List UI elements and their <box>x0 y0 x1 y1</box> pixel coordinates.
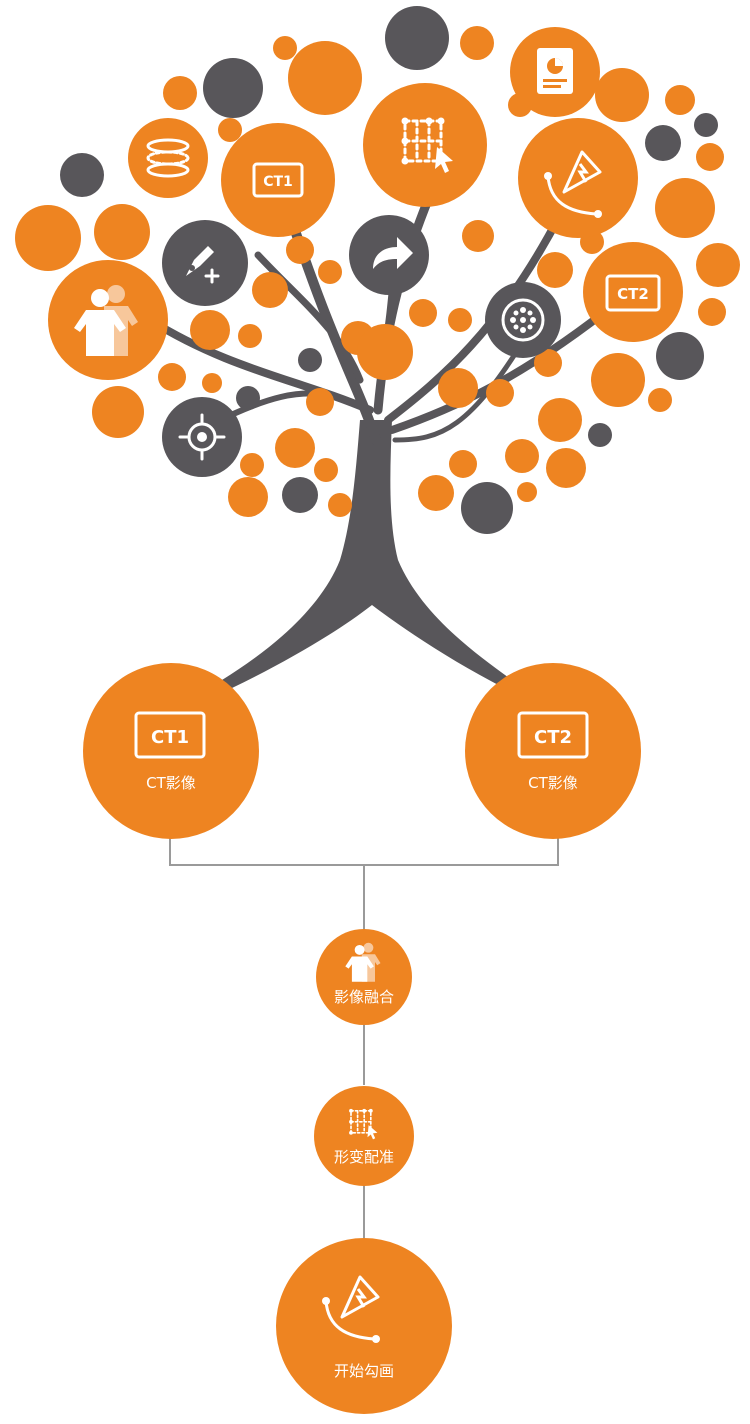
ct2-canopy-bubble: CT2 <box>583 242 683 342</box>
flow-node-ct2: CT2 CT影像 <box>465 663 641 839</box>
canopy-dot <box>696 243 740 287</box>
pen-add-icon <box>186 246 220 284</box>
canopy-dot <box>236 386 260 410</box>
flow-node-label: 开始勾画 <box>334 1362 394 1380</box>
canopy-dot <box>588 423 612 447</box>
canopy-dot <box>328 493 352 517</box>
canopy-dot <box>517 482 537 502</box>
canopy-dot <box>591 353 645 407</box>
canopy-dot <box>282 477 318 513</box>
canopy-dot <box>534 349 562 377</box>
canopy-dot <box>240 453 264 477</box>
canopy-dot <box>595 68 649 122</box>
ring-layers-icon <box>146 138 190 178</box>
canopy-dot <box>275 428 315 468</box>
svg-text:CT2: CT2 <box>534 727 572 748</box>
canopy-dot <box>462 220 494 252</box>
ct1-screen-icon: CT1 <box>134 711 206 759</box>
canopy-dot <box>298 348 322 372</box>
grid-select-icon <box>401 117 453 173</box>
overlap-people-icon <box>345 942 381 982</box>
pen-curve-icon <box>322 1275 380 1343</box>
canopy-dot <box>438 368 478 408</box>
canopy-dot <box>190 310 230 350</box>
canopy-dot <box>314 458 338 482</box>
flow-node-label: 形变配准 <box>334 1148 394 1166</box>
report-bubble <box>510 27 600 117</box>
canopy-dot <box>158 363 186 391</box>
flow-node-ct1: CT1 CT影像 <box>83 663 259 839</box>
canopy-dot <box>696 143 724 171</box>
canopy-dot <box>656 332 704 380</box>
canopy-dot <box>218 118 242 142</box>
crosshair-bubble <box>162 397 242 477</box>
canopy-dot <box>163 76 197 110</box>
canopy-dot <box>202 373 222 393</box>
aperture-bubble <box>485 282 561 358</box>
ct2-screen-icon: CT2 <box>517 711 589 759</box>
canopy-dot <box>448 308 472 332</box>
canopy-dot <box>449 450 477 478</box>
canopy-dot <box>537 252 573 288</box>
flow-node-registration: 形变配准 <box>314 1086 414 1186</box>
canopy-dots <box>15 6 740 534</box>
pen-curve-bubble <box>518 118 638 238</box>
overlap-people-icon <box>74 285 138 356</box>
canopy-dot <box>538 398 582 442</box>
flow-node-contour: 开始勾画 <box>276 1238 452 1414</box>
pen-add-bubble <box>162 220 248 306</box>
canopy-dot <box>645 125 681 161</box>
canopy-dot <box>409 299 437 327</box>
pen-curve-icon <box>544 150 602 218</box>
canopy-dot <box>648 388 672 412</box>
flow-node-label: CT影像 <box>528 774 578 792</box>
flow-node-label: CT影像 <box>146 774 196 792</box>
svg-text:CT1: CT1 <box>151 727 189 748</box>
canopy-dot <box>418 475 454 511</box>
canopy-dot <box>385 6 449 70</box>
canopy-dot <box>273 36 297 60</box>
forward-arrow-icon <box>373 237 413 269</box>
canopy-dot <box>306 388 334 416</box>
canopy-dot <box>94 204 150 260</box>
canopy-dot <box>286 236 314 264</box>
svg-text:CT1: CT1 <box>263 174 293 190</box>
svg-text:CT2: CT2 <box>617 285 649 303</box>
canopy-dot <box>238 324 262 348</box>
overlap-people-canopy-bubble <box>48 260 168 380</box>
canopy-dot <box>655 178 715 238</box>
canopy-dot <box>694 113 718 137</box>
canopy-dot <box>461 482 513 534</box>
ct1-canopy-bubble: CT1 <box>221 123 335 237</box>
canopy-dot <box>60 153 104 197</box>
canopy-dot <box>505 439 539 473</box>
canopy-dot <box>288 41 362 115</box>
canopy-dot <box>357 324 413 380</box>
canopy-dot <box>203 58 263 118</box>
canopy-dot <box>15 205 81 271</box>
canopy-dot <box>546 448 586 488</box>
canopy-dot <box>665 85 695 115</box>
crosshair-icon <box>178 413 226 461</box>
forward-arrow-bubble <box>349 215 429 295</box>
canopy-dot <box>252 272 288 308</box>
ct1-screen-icon: CT1 <box>252 162 304 198</box>
flow-node-fusion: 影像融合 <box>316 929 412 1025</box>
grid-select-bubble <box>363 83 487 207</box>
report-document-icon <box>537 48 573 94</box>
ct2-screen-icon: CT2 <box>605 274 661 312</box>
flow-node-label: 影像融合 <box>334 988 394 1006</box>
ring-layers-bubble <box>128 118 208 198</box>
flow-connectors <box>169 838 559 1238</box>
canopy-dot <box>318 260 342 284</box>
canopy-dot <box>698 298 726 326</box>
aperture-icon <box>501 298 545 342</box>
canopy-dot <box>228 477 268 517</box>
canopy-dot <box>460 26 494 60</box>
canopy-dot <box>92 386 144 438</box>
tree-trunk <box>222 420 512 688</box>
canopy-dot <box>486 379 514 407</box>
grid-select-icon <box>349 1108 378 1140</box>
